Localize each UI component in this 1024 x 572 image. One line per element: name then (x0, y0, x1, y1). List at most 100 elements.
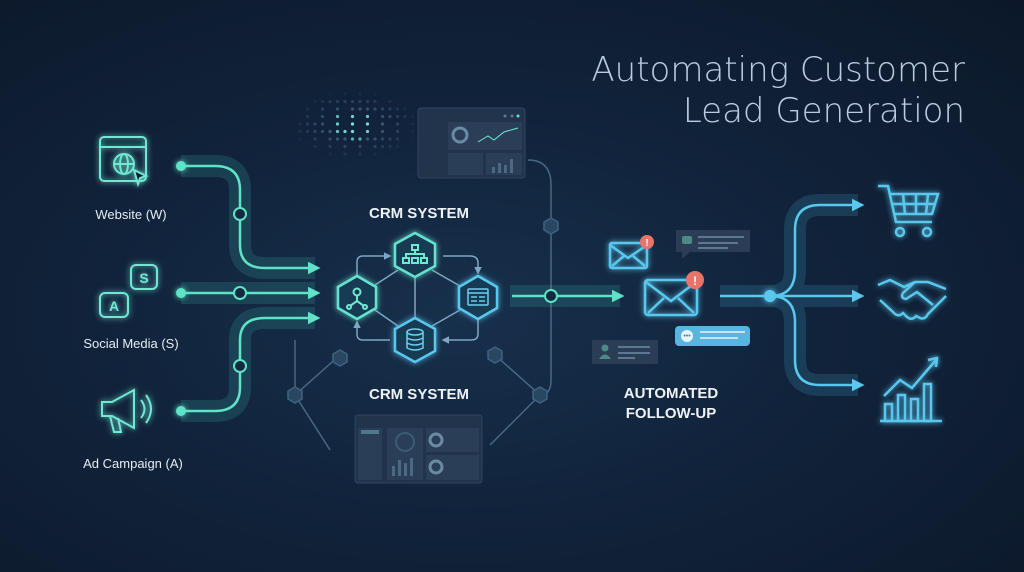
dot (365, 107, 370, 111)
dot (343, 99, 347, 104)
dot (335, 137, 340, 141)
dot (365, 114, 370, 119)
dot (410, 114, 415, 119)
network-node-hexes (287, 217, 559, 404)
dot (380, 129, 385, 134)
dot (350, 114, 355, 119)
dot (305, 129, 310, 134)
dot (350, 99, 355, 104)
dot (320, 129, 325, 134)
dot (320, 99, 325, 104)
dot (328, 92, 332, 96)
dot (410, 137, 415, 141)
chat-bubble-top (676, 230, 750, 259)
dot (313, 144, 317, 149)
dot (298, 122, 302, 126)
dashboard-panel-top (417, 107, 526, 179)
dot (350, 107, 355, 111)
dot (350, 129, 355, 134)
chat-bubble-highlight: ••• (675, 326, 750, 346)
dot (395, 129, 400, 134)
dot (320, 122, 325, 126)
dot (298, 129, 302, 134)
dot (358, 144, 362, 149)
output-flows (720, 194, 865, 396)
dot (350, 122, 355, 126)
dot (328, 137, 332, 141)
dot (395, 122, 400, 126)
dot (380, 122, 385, 126)
dot (373, 152, 377, 156)
dot (395, 107, 400, 111)
dot (388, 99, 392, 104)
dot (335, 122, 340, 126)
dot (313, 122, 317, 126)
dot (365, 129, 370, 134)
dot (365, 122, 370, 126)
crm-to-followup-flow (510, 285, 625, 307)
handshake-icon (877, 278, 947, 320)
svg-text:A: A (109, 298, 119, 314)
source-label-social-media: Social Media (S) (83, 336, 178, 351)
shopping-cart-icon (878, 184, 940, 238)
dot (298, 137, 302, 141)
dot (328, 152, 332, 156)
title-line-1: Automating Customer (591, 50, 965, 90)
dot (328, 99, 332, 104)
dot (380, 137, 385, 141)
dot (320, 107, 325, 111)
dot (343, 152, 347, 156)
followup-label-line-2: FOLLOW-UP (626, 405, 717, 422)
source-label-website: Website (W) (95, 207, 166, 222)
dot (380, 114, 385, 119)
dot (373, 92, 377, 96)
org-chart-icon (402, 244, 428, 264)
dot (358, 107, 362, 111)
dot (343, 129, 347, 134)
dot (335, 99, 340, 104)
dot (373, 107, 377, 111)
dot (380, 107, 385, 111)
megaphone-icon (101, 388, 152, 433)
dot (313, 137, 317, 141)
website-icon (99, 136, 149, 188)
crm-hex-forms (457, 274, 499, 321)
svg-text:S: S (139, 270, 148, 286)
dot (343, 92, 347, 96)
dot (328, 129, 332, 134)
dot (410, 122, 415, 126)
dot (388, 114, 392, 119)
dot (380, 144, 385, 149)
dot (335, 129, 340, 134)
dot (373, 144, 377, 149)
alert-badge-main: ! (686, 271, 704, 289)
dot (320, 114, 325, 119)
dot (358, 137, 362, 141)
alert-badge-small: ! (640, 235, 654, 249)
envelope-icon-small (608, 241, 649, 270)
followup-label-line-1: AUTOMATED (624, 385, 719, 402)
title-line-2: Lead Generation (683, 91, 965, 131)
user-network-icon (346, 287, 368, 310)
dot (358, 92, 362, 96)
dot (313, 99, 317, 104)
contact-card (592, 330, 658, 364)
dot (358, 99, 362, 104)
dot (313, 129, 317, 134)
dot (305, 114, 310, 119)
dot (343, 137, 347, 141)
input-flows (176, 155, 321, 422)
crm-system-label-top: CRM SYSTEM (369, 205, 469, 222)
dot (403, 114, 407, 119)
source-label-ad-campaign: Ad Campaign (A) (83, 456, 183, 471)
followup-cluster: ! ! ••• (592, 230, 750, 364)
dot (343, 144, 347, 149)
growth-chart-icon (880, 356, 942, 423)
dot (365, 137, 370, 141)
dot (403, 107, 407, 111)
dot (305, 107, 310, 111)
crm-system-label-bottom: CRM SYSTEM (369, 386, 469, 403)
dot (358, 152, 362, 156)
